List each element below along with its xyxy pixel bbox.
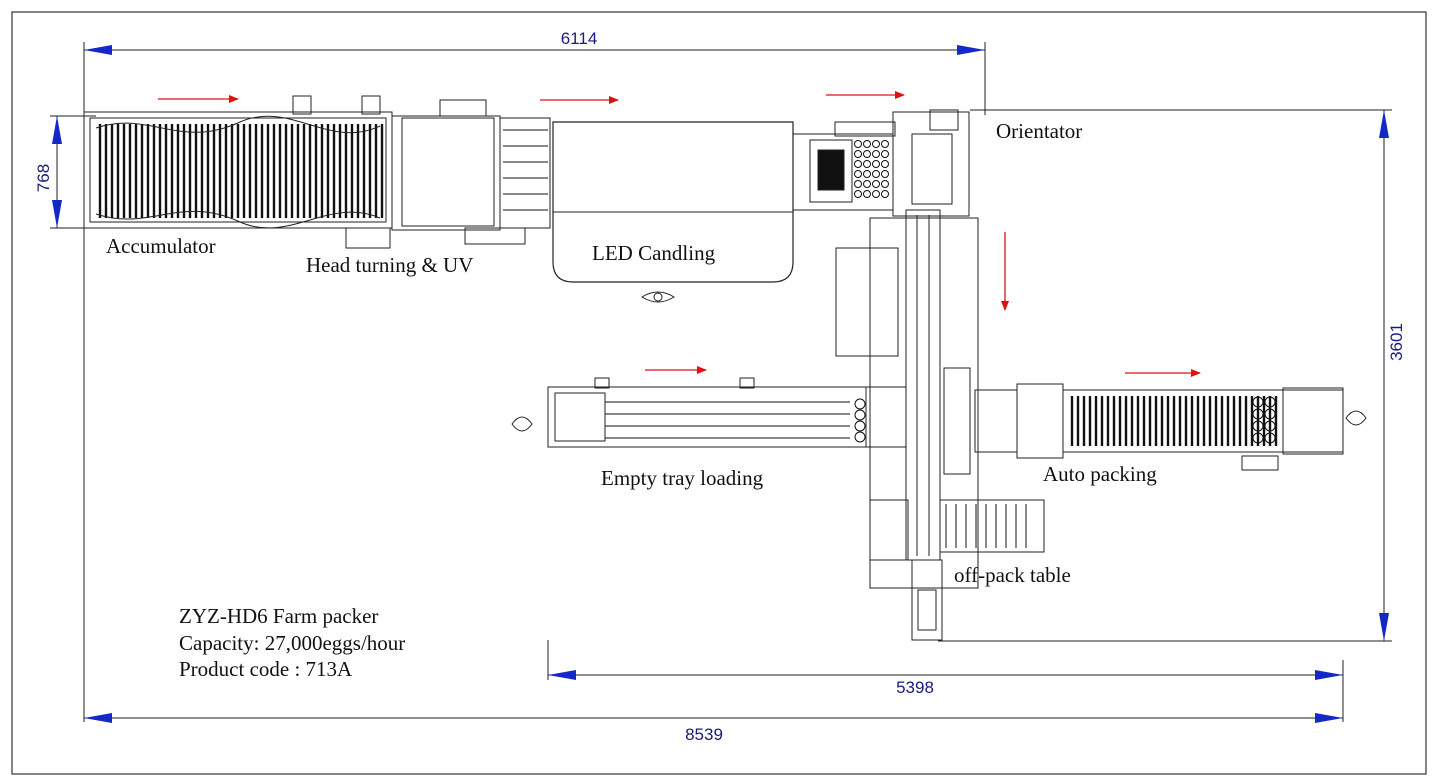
dim-left-height: 768 [34,164,53,192]
label-empty-tray: Empty tray loading [601,466,764,490]
machine-info: ZYZ-HD6 Farm packer Capacity: 27,000eggs… [179,603,405,683]
central-conveyor [905,209,971,641]
accumulator-module [83,95,393,249]
label-led-candling: LED Candling [592,241,716,265]
empty-tray-module [511,377,907,448]
label-accumulator: Accumulator [106,234,216,258]
model-name: ZYZ-HD6 Farm packer [179,604,379,628]
drawing-frame [11,11,1427,775]
label-offpack-table: off-pack table [954,563,1071,587]
label-head-turning: Head turning & UV [306,253,473,277]
label-auto-packing: Auto packing [1043,462,1157,486]
orientator-module [792,109,979,589]
dim-total-width: 8539 [685,725,723,744]
label-orientator: Orientator [996,119,1082,143]
capacity-text: Capacity: 27,000eggs/hour [179,630,406,655]
dim-lower-width: 5398 [896,678,934,697]
auto-packing-module [974,383,1367,471]
head-turning-module [391,99,551,245]
dim-top-width: 6114 [561,29,598,48]
flow-arrows [158,91,1201,377]
machine-outline [83,95,1367,641]
dimension-arrowheads [52,45,1389,723]
led-candling-module [552,121,794,303]
product-code: Product code : 713A [179,657,353,681]
dim-right-height: 3601 [1387,323,1406,361]
offpack-table-module [869,499,1045,561]
